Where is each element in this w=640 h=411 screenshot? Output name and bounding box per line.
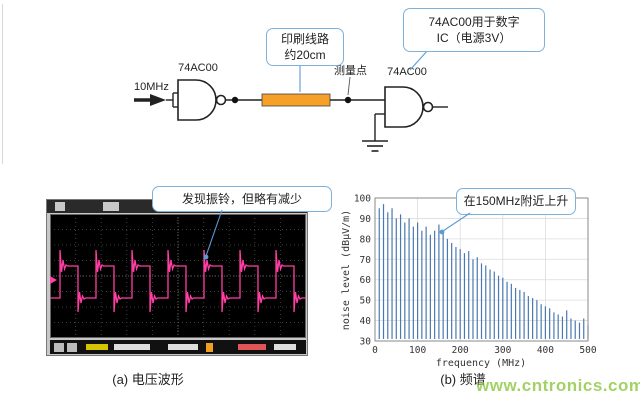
circuit-schematic: 10MHz 74AC00 测量点 74AC00 (134, 49, 448, 152)
measurement-point-dot (344, 96, 352, 104)
ic-note-callout: 74AC00用于数字 IC（电源3V） (403, 8, 545, 52)
xtick-label: 0 (372, 345, 378, 356)
scope-screen-border (50, 214, 306, 338)
nand-gate-1 (177, 79, 217, 121)
ground-symbol-icon (362, 140, 388, 152)
junction-dot (231, 96, 239, 104)
ytick-label: 50 (360, 296, 372, 307)
xtick-label: 300 (494, 345, 511, 356)
ytick-label: 100 (354, 194, 371, 205)
rise-150mhz-callout: 在150MHz附近上升 (456, 188, 576, 215)
scope-statusbar (50, 340, 306, 354)
input-arrow-icon (150, 94, 166, 106)
measurement-pointer-line (347, 76, 351, 96)
ytick-label: 80 (360, 234, 372, 245)
ringing-callout: 发现振铃，但略有减少 (152, 186, 332, 212)
xtick-label: 100 (409, 345, 426, 356)
channel1-marker-icon (50, 276, 57, 284)
voltage-waveform-trace (50, 249, 306, 313)
ytick-label: 60 (360, 275, 372, 286)
spectrum-chart: 30 40 50 60 70 80 90 100 0 100 200 300 400 500 freque… (341, 194, 597, 370)
watermark-text: www.cntronics.com (476, 376, 640, 395)
gate1-label: 74AC00 (178, 62, 218, 74)
xtick-label: 200 (452, 345, 469, 356)
input-frequency-label: 10MHz (134, 81, 169, 93)
gate2-label: 74AC00 (387, 66, 427, 78)
scope-timebase-readout (168, 344, 198, 350)
spectrum-series (378, 204, 589, 339)
measurement-point-label: 测量点 (334, 64, 367, 77)
spectrum-tick-labels: 30 40 50 60 70 80 90 100 0 100 200 300 400 500 (354, 194, 597, 357)
pcb-trace-bar (261, 93, 331, 107)
scope-toolbar-icon (55, 202, 65, 211)
ytick-label: 40 (360, 316, 372, 327)
pcb-trace-callout-line2: 约20cm (284, 48, 326, 62)
caption-a: (a) 电压波形 (112, 372, 184, 387)
gate1-inverter-bubble (215, 94, 227, 106)
scope-ch1-readout (86, 344, 108, 350)
scope-status-icon (54, 343, 64, 352)
ic-note-callout-line1: 74AC00用于数字 (428, 14, 520, 29)
nand-gate-2 (384, 86, 424, 128)
scope-graticule (50, 214, 306, 338)
scope-trigger-marker-icon (206, 343, 213, 352)
scope-status-icon (67, 343, 77, 352)
scope-toolbar-icon (103, 202, 119, 211)
spectrum-xaxis-title: frequency (MHz) (436, 358, 526, 369)
gate2-inverter-bubble (422, 101, 434, 113)
ytick-label: 30 (360, 337, 372, 348)
spectrum-yaxis-title: noise level (dBμV/m) (341, 210, 352, 330)
xtick-label: 500 (579, 345, 596, 356)
caption-b: (b) 频谱 (440, 372, 486, 387)
pcb-trace-callout: 印刷线路 约20cm (266, 28, 344, 66)
ytick-label: 90 (360, 214, 372, 225)
rise-150mhz-callout-text: 在150MHz附近上升 (463, 194, 569, 209)
ic-callout-leader-line (409, 49, 429, 71)
figure-border-line (2, 4, 3, 164)
oscilloscope-panel (46, 199, 308, 356)
ytick-label: 70 (360, 255, 372, 266)
scope-trigger-readout (238, 344, 266, 350)
pcb-trace-callout-line1: 印刷线路 (280, 31, 329, 46)
ic-note-callout-line2: IC（电源3V） (436, 31, 512, 45)
ringing-callout-text: 发现振铃，但略有减少 (181, 191, 302, 206)
scope-screen (50, 214, 306, 338)
scope-status-readout (274, 344, 296, 350)
scope-scale-readout (114, 344, 150, 350)
xtick-label: 400 (537, 345, 554, 356)
